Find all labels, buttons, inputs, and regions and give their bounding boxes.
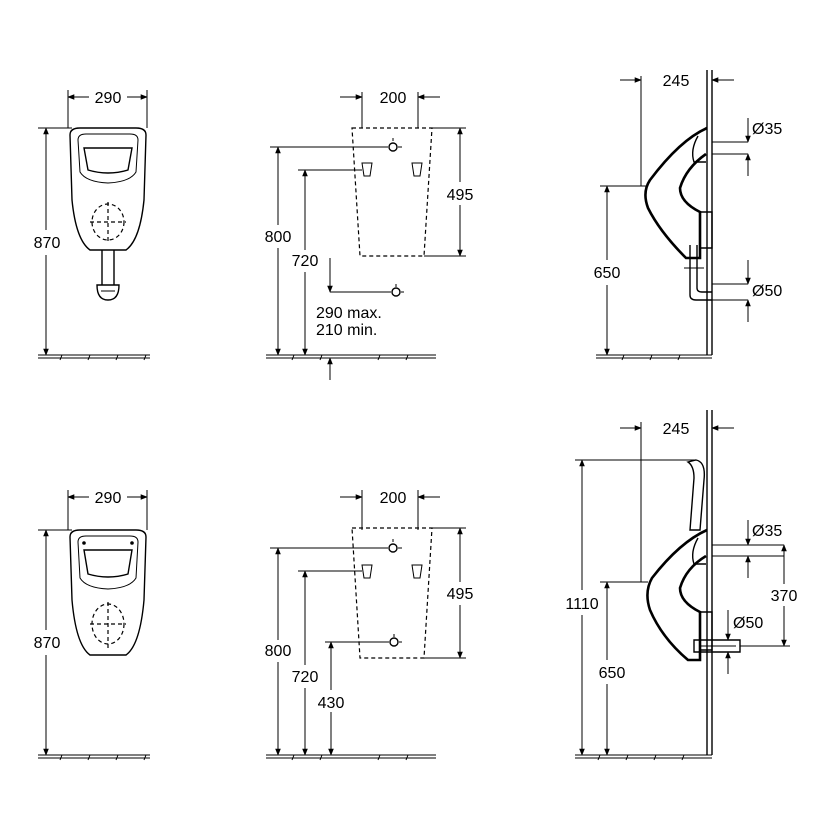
top-side-inlet-dia-label: Ø35	[752, 121, 782, 138]
bottom-side-total-label: 1110	[565, 596, 598, 613]
bottom-front-view: 290 870	[34, 490, 150, 761]
bottom-rear-inlet-label: 720	[292, 669, 319, 686]
bottom-side-rim-label: 650	[599, 665, 626, 682]
bottom-rear-total-label: 800	[265, 643, 292, 660]
bottom-rear-outlet-label: 430	[318, 695, 345, 712]
bottom-side-view: 245 Ø35 Ø50 370 1110 650	[565, 410, 798, 761]
top-side-depth-label: 245	[663, 73, 690, 90]
top-rear-inlet-label: 720	[292, 253, 319, 270]
top-rear-total-label: 800	[265, 229, 292, 246]
top-rear-height-label: 495	[447, 187, 474, 204]
top-front-view: 290 870	[34, 90, 150, 361]
top-rear-view: 200 495 800 720 290 max. 210 min.	[265, 90, 474, 380]
top-rear-outlet-min-label: 210 min.	[316, 322, 377, 339]
top-side-rim-label: 650	[594, 265, 621, 282]
bottom-front-width-label: 290	[95, 490, 122, 507]
bottom-rear-view: 200 495 800 720 430	[265, 490, 474, 761]
top-front-urinal-outline	[69, 127, 147, 251]
bottom-side-wall	[706, 410, 713, 755]
bottom-side-pipe-gap-label: 370	[771, 588, 798, 605]
bottom-front-height-label: 870	[34, 635, 61, 652]
top-side-urinal-profile	[644, 126, 708, 260]
bottom-side-outlet-dia-label: Ø50	[733, 615, 763, 632]
top-side-outlet-dia-label: Ø50	[752, 283, 782, 300]
bottom-rear-height-label: 495	[447, 586, 474, 603]
bottom-rear-width-label: 200	[380, 490, 407, 507]
bottom-side-urinal-profile	[646, 528, 708, 662]
bottom-side-inlet-dia-label: Ø35	[752, 523, 782, 540]
top-front-width-label: 290	[95, 90, 122, 107]
top-side-view: 245 Ø35 Ø50 650	[594, 70, 782, 361]
bottom-side-lid	[686, 459, 706, 531]
bottom-front-urinal-outline	[69, 529, 147, 656]
bottom-side-depth-label: 245	[663, 421, 690, 438]
top-rear-outlet-max-label: 290 max.	[316, 305, 382, 322]
top-rear-width-label: 200	[380, 90, 407, 107]
top-front-height-label: 870	[34, 235, 61, 252]
